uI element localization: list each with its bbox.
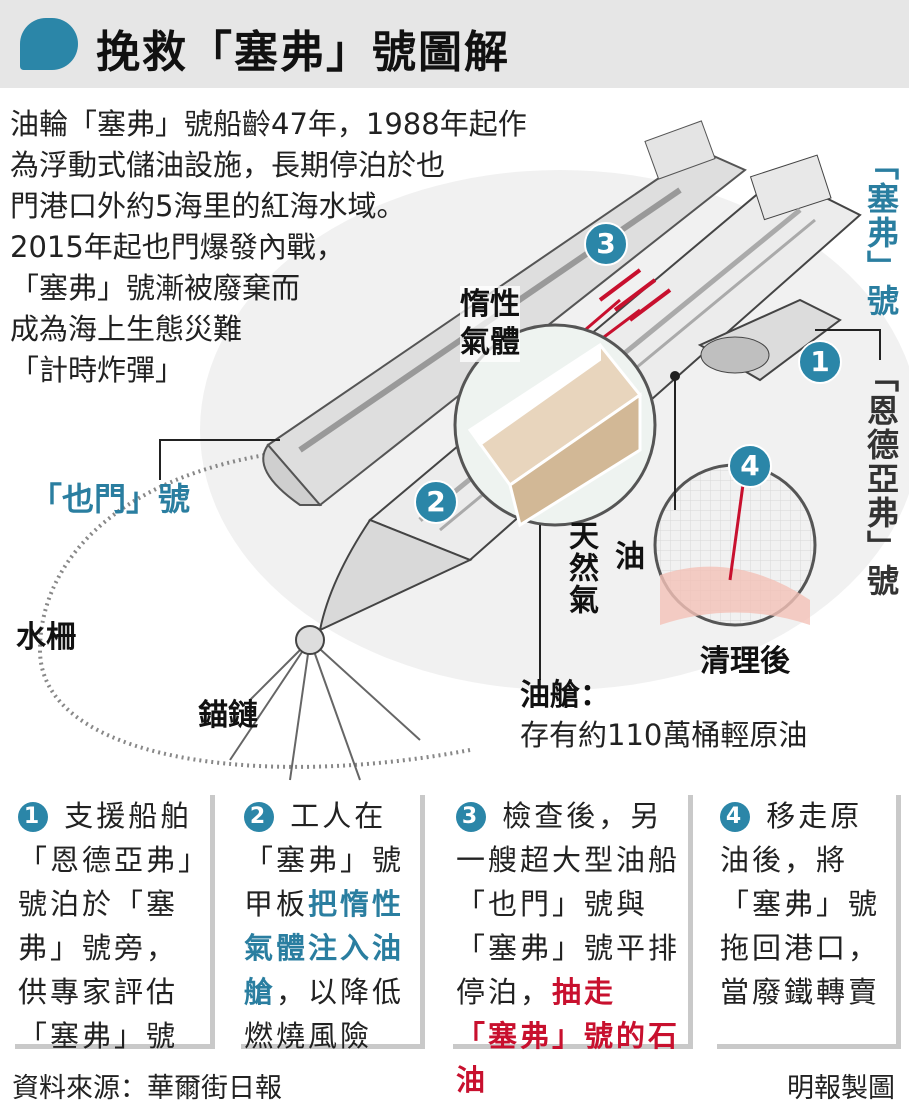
intro-line: 門港口外約5海里的紅海水域。 bbox=[10, 189, 406, 223]
support-vessel bbox=[697, 298, 842, 382]
tank-title: 油艙： bbox=[520, 678, 610, 713]
step-3: 3 檢查後，另一艘超大型油船「也門」號與「塞弗」號平排停泊，抽走「塞弗」號的石油 bbox=[448, 790, 688, 1097]
after-clean-view bbox=[653, 463, 817, 627]
intro-text: 油輪「塞弗」號船齡47年，1988年起作 為浮動式儲油設施，長期停泊於也 門港口… bbox=[10, 104, 620, 391]
intro-line: 為浮動式儲油設施，長期停泊於也 bbox=[10, 148, 446, 182]
step-4: 4 移走原油後，將「塞弗」號拖回港口，當廢鐵轉賣 bbox=[712, 790, 896, 1044]
inert-gas-label: 惰性 氣體 bbox=[460, 286, 520, 362]
step-text: 工人在「塞弗」號甲板 bbox=[244, 799, 405, 921]
step-number-badge: 3 bbox=[456, 802, 486, 832]
intro-line: 「計時炸彈」 bbox=[10, 353, 185, 387]
badge-1: 1 bbox=[798, 340, 842, 384]
safer-label: 「塞弗」號 bbox=[862, 148, 900, 318]
step-number-badge: 1 bbox=[18, 802, 48, 832]
oil-label: 油 bbox=[609, 540, 644, 572]
badge-4: 4 bbox=[728, 444, 772, 488]
badge-3: 3 bbox=[584, 222, 628, 266]
chain-label: 錨鏈 bbox=[198, 698, 258, 733]
page-title: 挽救「塞弗」號圖解 bbox=[96, 27, 510, 78]
inert-gas-line: 惰性 bbox=[460, 287, 520, 322]
after-clean-label: 清理後 bbox=[700, 644, 790, 679]
intro-line: 「塞弗」號漸被廢棄而 bbox=[10, 271, 301, 305]
intro-line: 油輪「塞弗」號船齡47年，1988年起作 bbox=[10, 107, 527, 141]
speech-bubble-icon bbox=[20, 18, 78, 70]
intro-line: 2015年起也門爆發內戰， bbox=[10, 230, 345, 264]
boom-label: 水柵 bbox=[16, 620, 76, 655]
step-text: 支援船舶「恩德亞弗」號泊於「塞弗」號旁，供專家評估「塞弗」號 bbox=[18, 799, 196, 1053]
step-text: 移走原油後，將「塞弗」號拖回港口，當廢鐵轉賣 bbox=[720, 799, 881, 1009]
yemen-label: 「也門」號 bbox=[30, 480, 191, 518]
nautica-label: 「恩德亞弗」號 bbox=[862, 360, 900, 598]
step-number-badge: 4 bbox=[720, 802, 750, 832]
intro-line: 成為海上生態災難 bbox=[10, 312, 243, 346]
highlight-red-text: 抽走「塞弗」號的石油 bbox=[456, 975, 681, 1097]
natural-gas-label: 天然氣 bbox=[563, 520, 598, 616]
badge-2: 2 bbox=[414, 480, 458, 524]
source-credit: 資料來源：華爾街日報 bbox=[12, 1073, 282, 1104]
inert-gas-line: 氣體 bbox=[460, 325, 520, 360]
tanker-illustration bbox=[37, 120, 909, 781]
tank-cutaway bbox=[453, 323, 657, 528]
step-text: ，以降低燃燒風險 bbox=[244, 975, 405, 1053]
step-text: 檢查後，另一艘超大型油船「也門」號與「塞弗」號平排停泊， bbox=[456, 799, 681, 1009]
graphic-credit: 明報製圖 bbox=[787, 1073, 895, 1104]
step-number-badge: 2 bbox=[244, 802, 274, 832]
step-1: 1 支援船舶「恩德亞弗」號泊於「塞弗」號旁，供專家評估「塞弗」號 bbox=[10, 790, 210, 1053]
step-2: 2 工人在「塞弗」號甲板把惰性氣體注入油艙，以降低燃燒風險 bbox=[236, 790, 420, 1053]
tank-description: 存有約110萬桶輕原油 bbox=[520, 718, 808, 752]
highlight-blue-text: 把惰性氣體注入油艙 bbox=[244, 887, 405, 1009]
header-bar: 挽救「塞弗」號圖解 bbox=[0, 0, 909, 88]
